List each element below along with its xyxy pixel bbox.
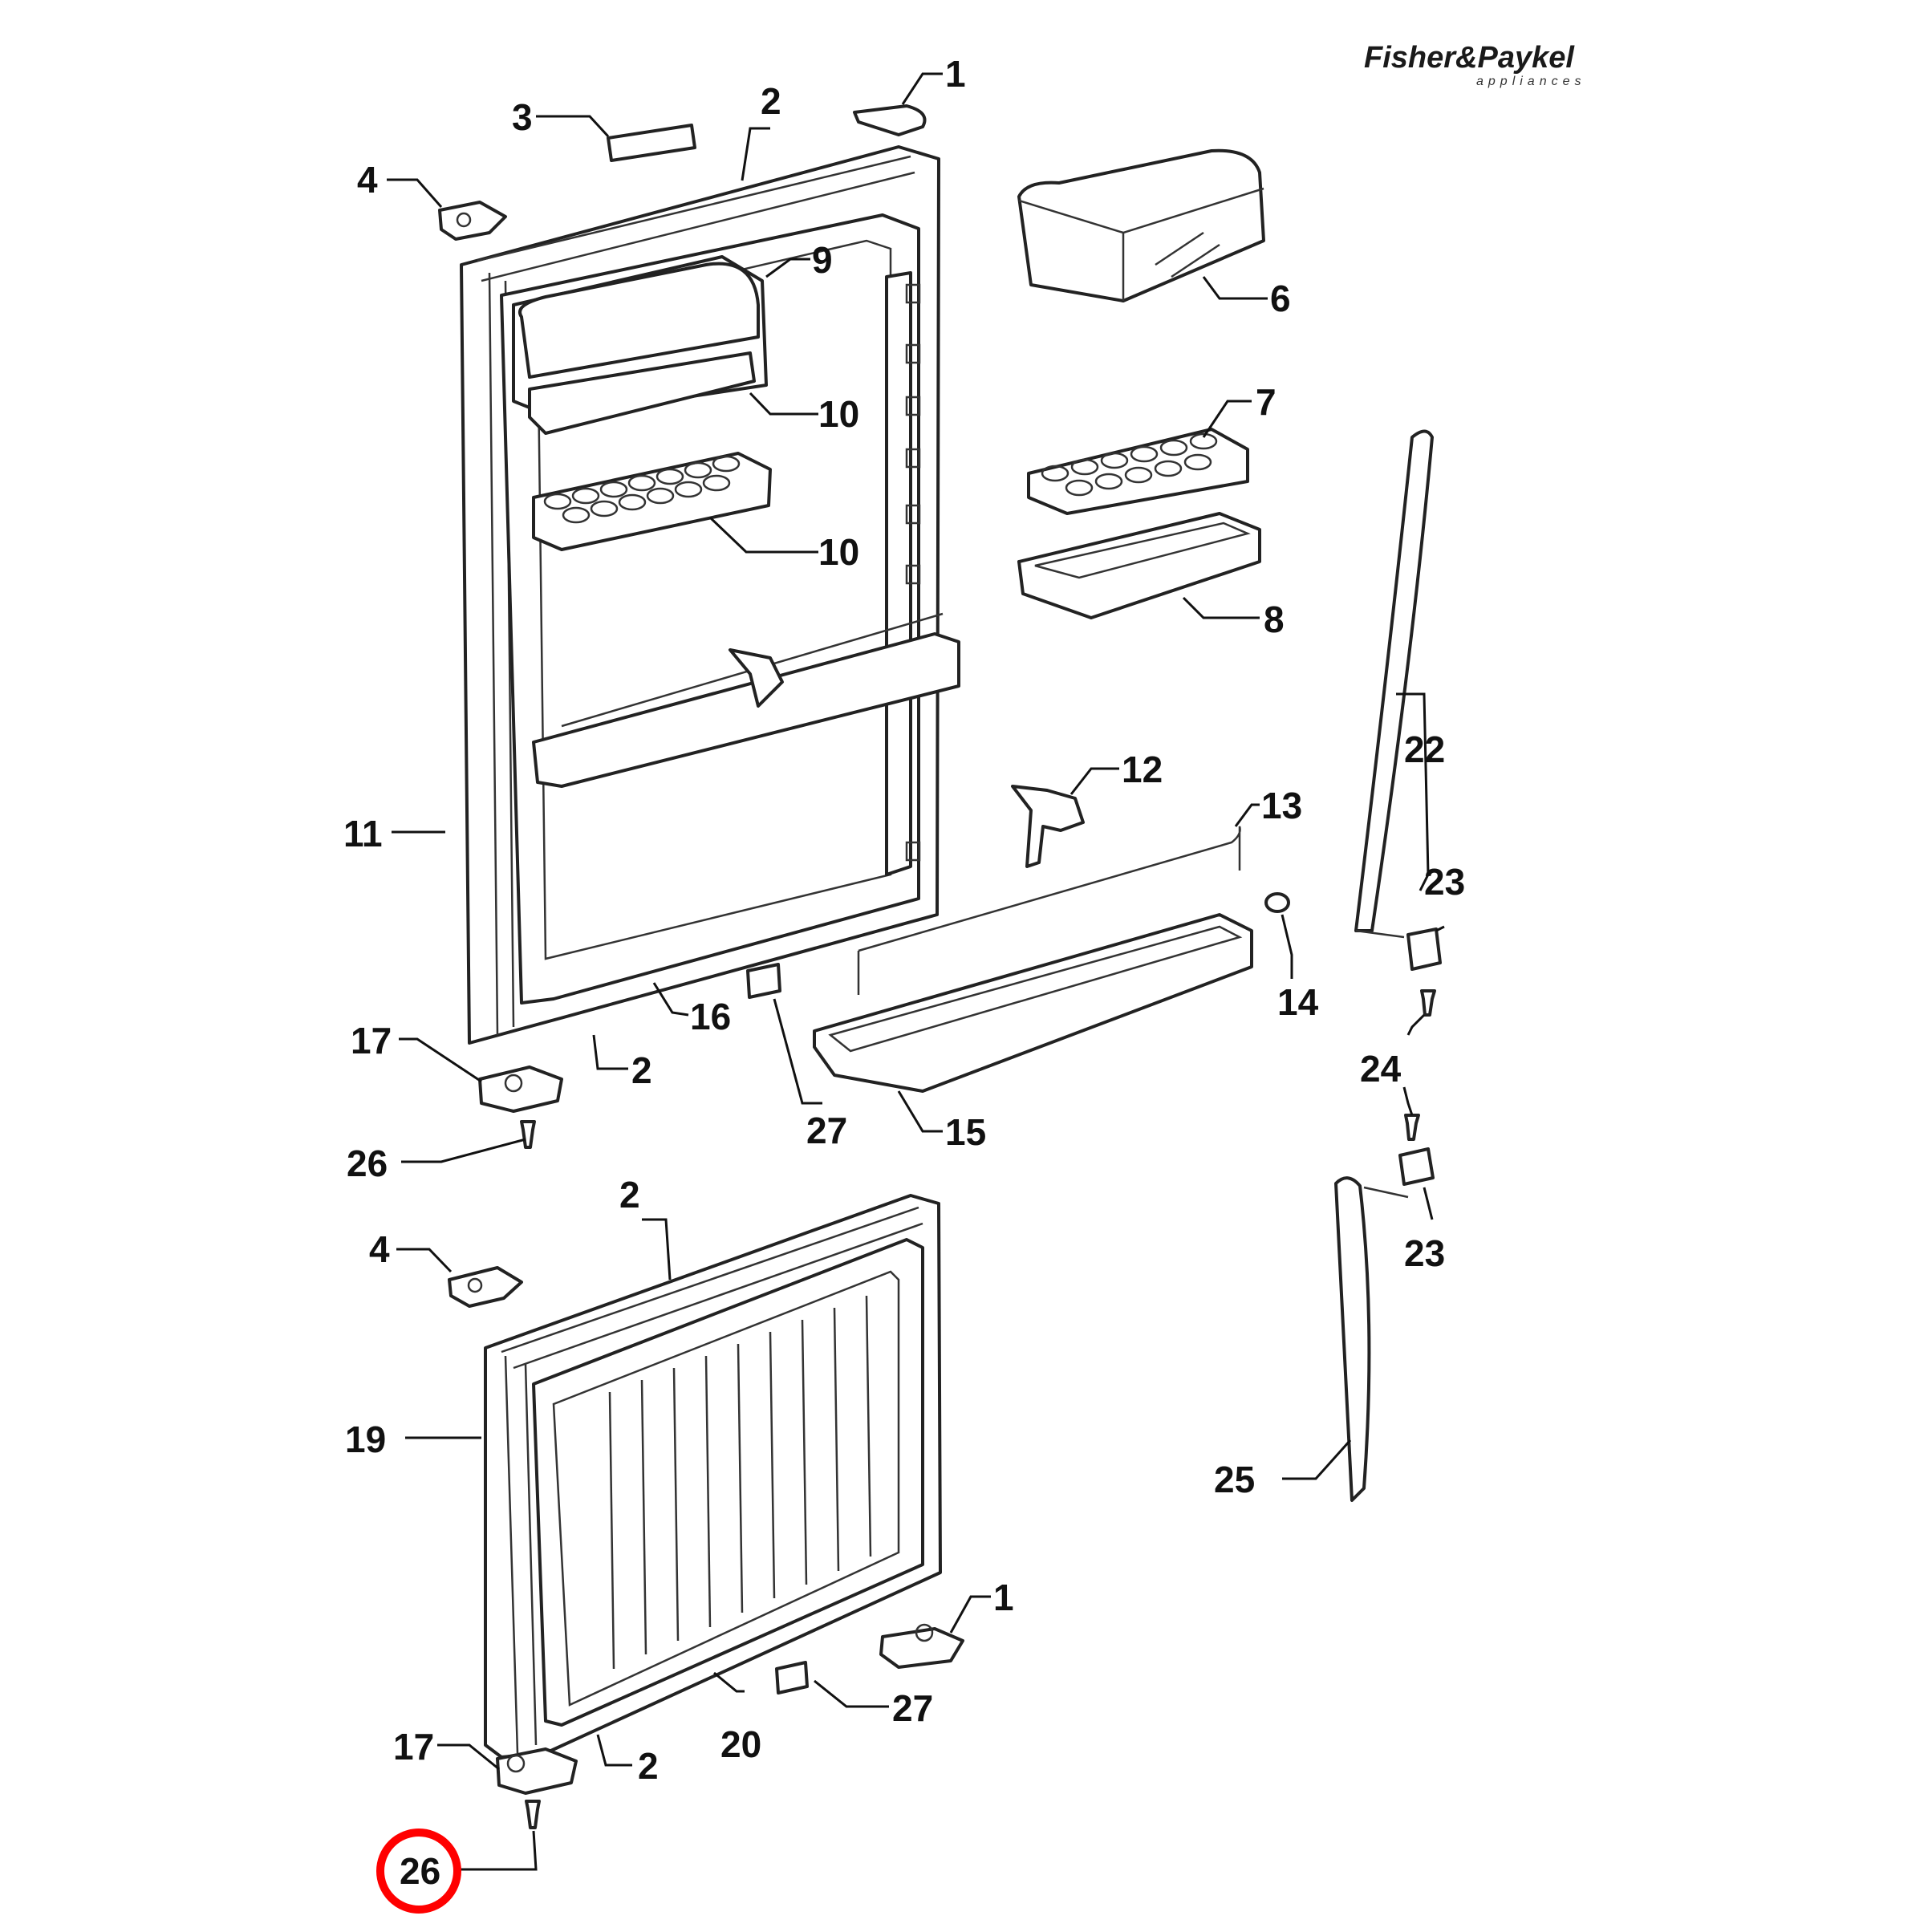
callout-bracket-lower: 23 bbox=[1404, 1232, 1445, 1274]
callout-freezer-liner: 20 bbox=[720, 1723, 761, 1765]
callout-retainer-rod: 13 bbox=[1261, 785, 1302, 826]
callout-bottle-bin: 15 bbox=[945, 1111, 986, 1153]
freezer-liner bbox=[532, 1238, 924, 1727]
callout-freezer-gasket-bottom: 2 bbox=[638, 1745, 659, 1787]
fridge-door-top-edge bbox=[477, 155, 915, 282]
callout-badge-top: 3 bbox=[512, 96, 533, 138]
callout-handle-screw: 24 bbox=[1360, 1048, 1402, 1090]
callout-door-outer: 11 bbox=[343, 813, 383, 854]
handle-lower bbox=[1334, 1176, 1371, 1502]
bottle-bin-rim bbox=[828, 925, 1243, 1053]
hinge-cover-top bbox=[853, 104, 927, 136]
callout-bottle-clip: 12 bbox=[1122, 749, 1163, 790]
hinge-bottom-pin bbox=[504, 1074, 523, 1093]
callout-rod-cap: 14 bbox=[1277, 981, 1319, 1023]
egg-cups-door bbox=[543, 455, 741, 524]
callout-dairy-bin: 6 bbox=[1270, 278, 1291, 319]
handle-lower-pin bbox=[1363, 1186, 1409, 1199]
freezer-liner-ribs bbox=[608, 1295, 872, 1670]
label-freezer bbox=[775, 1661, 809, 1695]
callout-bracket-upper: 23 bbox=[1424, 861, 1465, 903]
callout-freezer-label: 27 bbox=[892, 1687, 933, 1729]
hinge-bottom-freezer bbox=[496, 1747, 578, 1795]
hinge-cover-freezer bbox=[879, 1627, 964, 1669]
callout-freezer-door-outer: 19 bbox=[345, 1419, 386, 1460]
callout-egg-tray: 7 bbox=[1256, 381, 1276, 423]
callout-labels: 1 2 3 4 6 7 8 9 10 10 11 12 13 14 15 16 … bbox=[343, 53, 1465, 1892]
brand-logo: Fisher&Paykel appliances bbox=[1364, 41, 1586, 88]
brand-tagline: appliances bbox=[1476, 75, 1586, 88]
butter-tray bbox=[1017, 512, 1261, 619]
retainer-rod bbox=[858, 826, 1241, 952]
handle-bracket-upper bbox=[1406, 927, 1442, 971]
badge-top bbox=[607, 124, 696, 162]
screw-freezer bbox=[525, 1800, 541, 1829]
callout-label-fridge: 27 bbox=[806, 1110, 847, 1151]
label-fridge bbox=[746, 963, 781, 999]
callout-freezer-hinge-cover: 1 bbox=[993, 1577, 1014, 1618]
freezer-door-left-edge bbox=[504, 1355, 538, 1754]
callout-freezer-hinge-bottom: 17 bbox=[393, 1726, 434, 1768]
brand-name: Fisher&Paykel bbox=[1364, 41, 1575, 75]
freezer-liner-inner bbox=[552, 1270, 900, 1707]
handle-bracket-lower bbox=[1398, 1147, 1435, 1186]
leader-lines bbox=[387, 72, 1445, 1871]
door-bottle-bin bbox=[532, 632, 960, 788]
dairy-bin-front bbox=[1018, 187, 1264, 301]
callout-gasket-top: 2 bbox=[761, 80, 781, 122]
callout-freezer-gasket-top: 2 bbox=[619, 1174, 640, 1216]
highlight-ring bbox=[376, 1828, 461, 1914]
callout-dairy-lid: 9 bbox=[812, 239, 833, 281]
callout-hinge-cover-top: 1 bbox=[945, 53, 966, 95]
dairy-bin bbox=[1017, 148, 1265, 302]
hinge-top-left-fridge bbox=[438, 201, 507, 241]
dairy-lid bbox=[518, 262, 760, 379]
hinge-top-left-freezer bbox=[448, 1266, 523, 1308]
fridge-door-assembly bbox=[460, 145, 960, 1045]
egg-cups-loose bbox=[1041, 432, 1218, 497]
callout-hinge-bottom: 17 bbox=[351, 1020, 392, 1061]
door-bottle-clip bbox=[729, 648, 784, 708]
egg-tray bbox=[1027, 428, 1249, 515]
callout-handle-lower: 25 bbox=[1214, 1459, 1255, 1500]
callout-handle-upper: 22 bbox=[1404, 729, 1445, 770]
screw-fridge bbox=[520, 1120, 536, 1149]
dairy-bin-glare bbox=[1155, 231, 1220, 278]
freezer-door-assembly bbox=[484, 1194, 942, 1759]
callout-hinge-top-left: 4 bbox=[357, 159, 378, 201]
callout-screw-fridge: 26 bbox=[347, 1143, 388, 1184]
callout-freezer-screw: 26 bbox=[400, 1850, 440, 1892]
rail-clips bbox=[905, 283, 921, 862]
door-shelf-upper bbox=[528, 351, 756, 435]
callout-gasket-bottom: 2 bbox=[631, 1049, 652, 1091]
bottle-clip-loose bbox=[1011, 785, 1085, 868]
freezer-hinge-pin bbox=[467, 1277, 483, 1293]
handle-screw-lower bbox=[1404, 1114, 1420, 1141]
rod-cap bbox=[1264, 892, 1290, 913]
butter-tray-rim bbox=[1034, 522, 1251, 579]
freezer-door-top-edge bbox=[501, 1206, 923, 1370]
freezer-hinge-bottom-pin bbox=[506, 1754, 526, 1773]
freezer-cover-pin bbox=[915, 1623, 934, 1642]
callout-freezer-hinge-top-left: 4 bbox=[369, 1228, 390, 1270]
callout-inner-liner: 16 bbox=[690, 996, 731, 1037]
handle-upper-pin bbox=[1355, 929, 1405, 939]
callout-butter-tray: 8 bbox=[1264, 599, 1285, 640]
hinge-pin bbox=[456, 212, 472, 228]
callout-shelf-upper: 10 bbox=[818, 393, 859, 435]
callout-shelf-egg: 10 bbox=[818, 531, 859, 573]
handle-upper bbox=[1354, 429, 1434, 932]
bottle-bin-loose bbox=[813, 913, 1253, 1093]
handle-screw-upper bbox=[1420, 989, 1436, 1017]
hinge-bottom-fridge bbox=[478, 1065, 563, 1113]
